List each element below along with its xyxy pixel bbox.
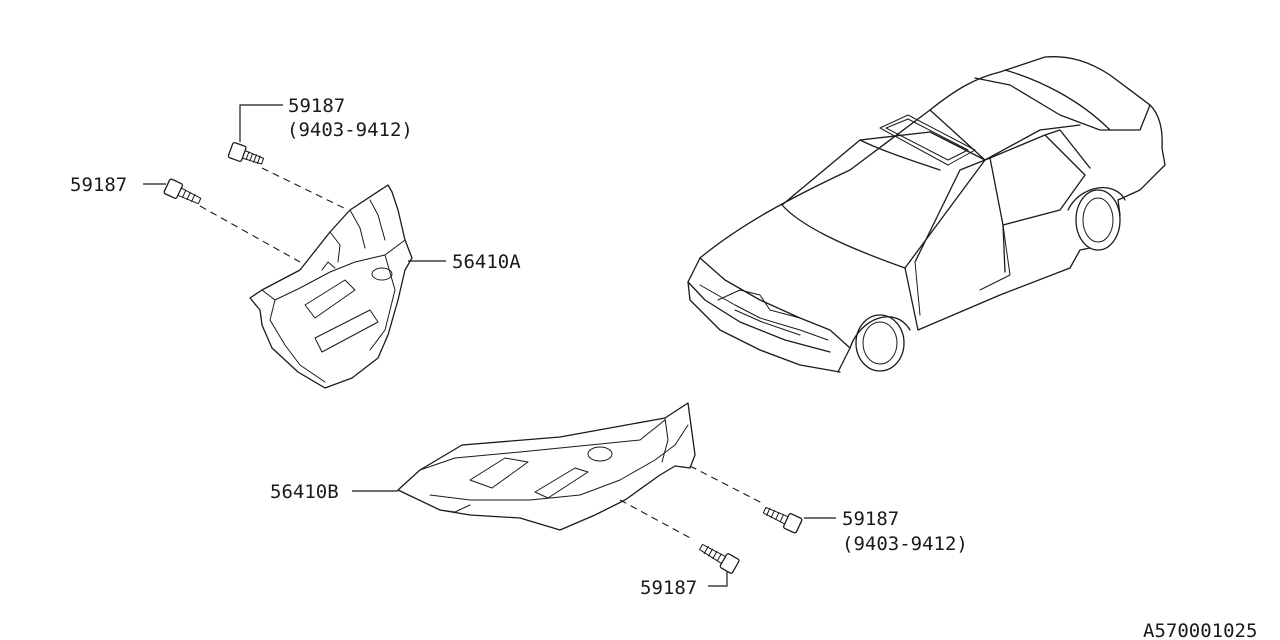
under-cover-a-drawing bbox=[249, 184, 413, 389]
installation-lines bbox=[199, 167, 763, 541]
under-cover-b-drawing bbox=[397, 402, 696, 531]
callout-56410a: 56410A bbox=[452, 251, 521, 273]
bolt-icon bbox=[163, 141, 803, 574]
callout-59187-left: 59187 bbox=[70, 174, 127, 196]
callout-59187-top-left: 59187 bbox=[288, 95, 345, 117]
callout-59187-right: 59187 bbox=[842, 508, 899, 530]
callout-range-top-left: (9403-9412) bbox=[287, 119, 413, 141]
callout-59187-bottom: 59187 bbox=[640, 577, 697, 599]
leader-lines bbox=[143, 104, 836, 587]
car-illustration bbox=[687, 56, 1166, 373]
callout-range-right: (9403-9412) bbox=[842, 533, 968, 555]
callout-56410b: 56410B bbox=[270, 481, 339, 503]
diagram-code: A570001025 bbox=[1143, 620, 1257, 640]
